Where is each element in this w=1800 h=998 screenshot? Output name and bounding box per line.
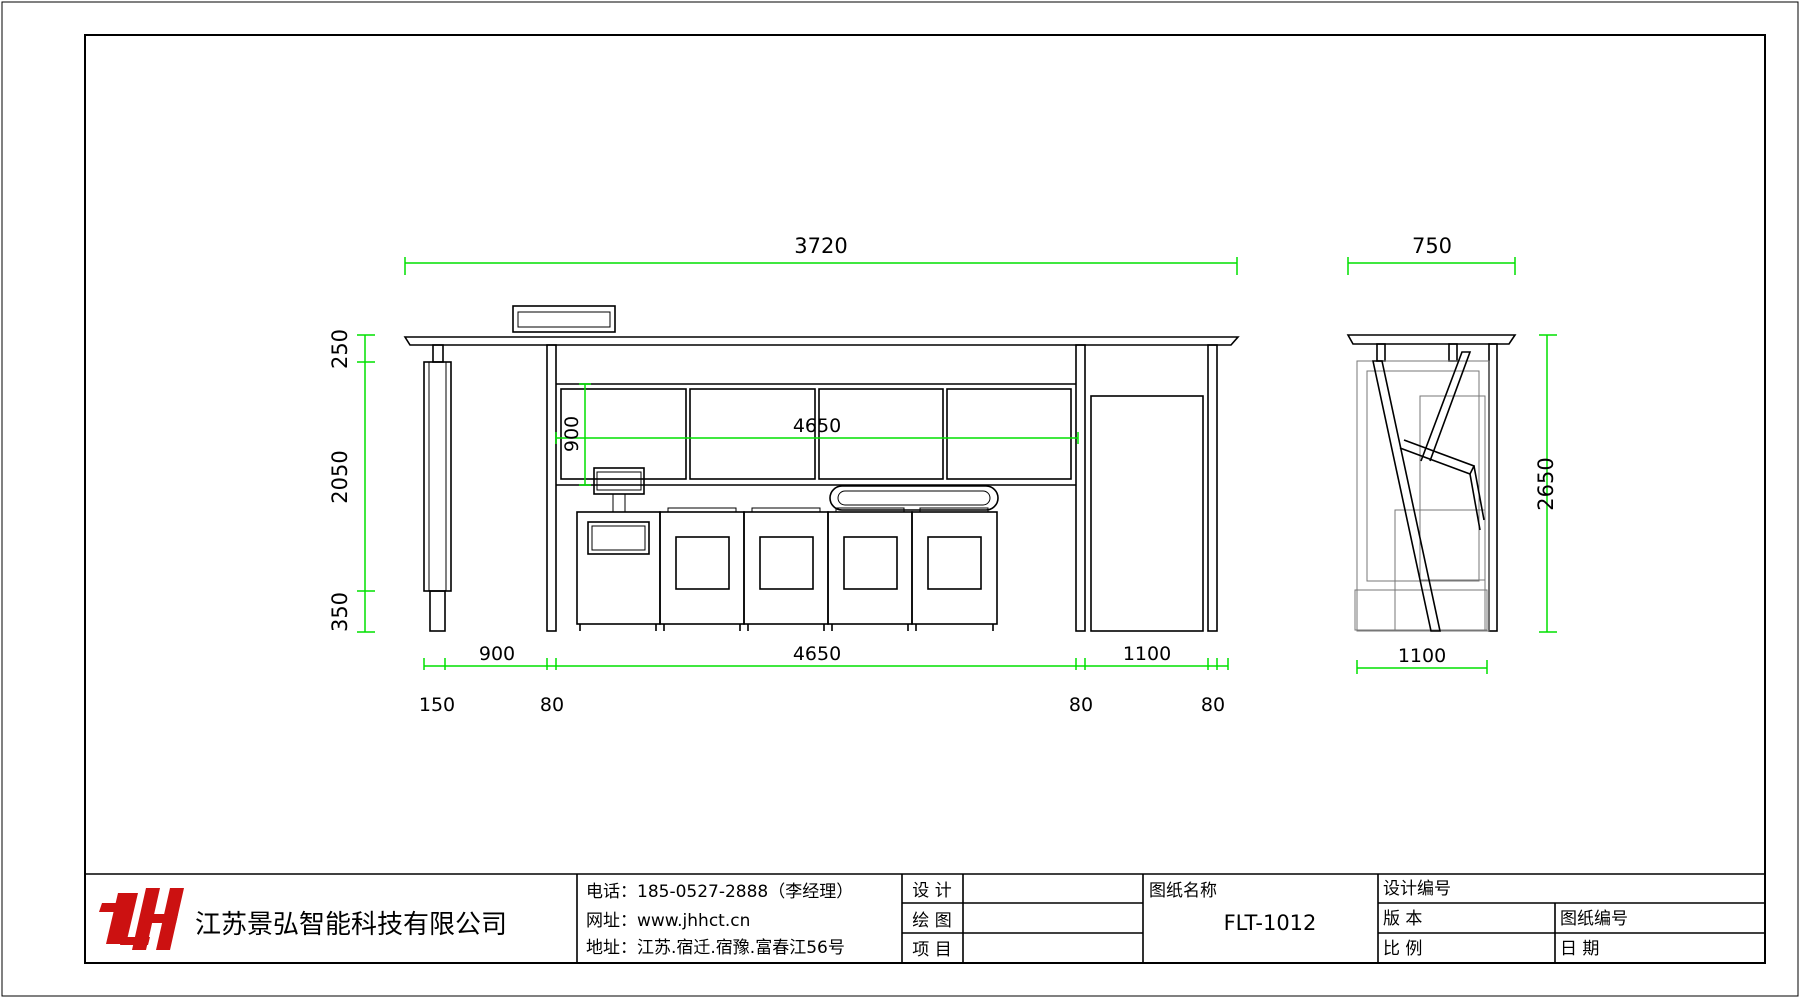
cashier-screen-inner (591, 525, 646, 551)
side-cap-mid (1448, 343, 1458, 362)
side-dim-base-line (1356, 660, 1488, 674)
title-block-horizontals (902, 902, 1765, 934)
left-column-inner (428, 361, 447, 592)
side-brace-cross (1399, 439, 1476, 475)
shelf-panel-4 (946, 388, 1072, 480)
dim-shelf-height: 900 (561, 416, 583, 452)
dim-top-height: 250 (328, 329, 352, 369)
shelf-frame (556, 383, 1076, 486)
dim-seg-80-a: 80 (540, 694, 564, 716)
side-brace-lower (1469, 465, 1485, 531)
roof-sign (512, 305, 616, 333)
drawing-frame (84, 34, 1766, 964)
side-view: 750 2650 1100 (1346, 234, 1558, 674)
counter-cabinet-2 (743, 511, 829, 625)
right-panel (1090, 395, 1204, 632)
counter-feet (579, 624, 994, 631)
dim-bottom-line (423, 658, 1229, 670)
side-brace-main (1372, 360, 1441, 632)
side-dim-height-line (1539, 334, 1557, 633)
label-project: 项 目 (912, 940, 951, 960)
label-design: 设 计 (912, 881, 951, 901)
counter-cabinet-1 (659, 511, 745, 625)
left-column-foot (429, 590, 446, 632)
monitor-screen (596, 471, 642, 491)
roof-slab (403, 336, 1240, 346)
side-ghost-panel (1419, 395, 1486, 581)
left-column-box (423, 361, 452, 592)
title-block: 江苏景弘智能科技有限公司 电话：185-0527-2888（李经理） 网址：ww… (85, 873, 1765, 963)
counter-sneeze-guard-inner (837, 490, 991, 506)
shelf-panel-2 (689, 388, 816, 480)
side-ghost-inner (1366, 370, 1480, 582)
cabinet-door-2 (759, 536, 814, 590)
dim-shelf-width: 4650 (793, 415, 841, 437)
contact-website: 网址：www.jhhct.cn (586, 911, 750, 931)
dim-seg-150: 150 (419, 694, 455, 716)
label-draw: 绘 图 (912, 911, 951, 931)
drawing-code: FLT-1012 (1224, 911, 1317, 935)
counter-cashier (576, 511, 661, 625)
dim-total-width: 3720 (794, 234, 847, 258)
company-name: 江苏景弘智能科技有限公司 (195, 910, 507, 940)
dim-seg-900: 900 (479, 643, 515, 665)
post-a (546, 344, 557, 632)
label-drawing-name: 图纸名称 (1149, 881, 1217, 901)
side-cap-left (1376, 343, 1386, 362)
side-dim-height: 2650 (1534, 457, 1558, 510)
post-c (1207, 344, 1218, 632)
dim-shelf-height-line (579, 383, 591, 486)
front-view: 3720 4650 900 250 2050 350 900 4650 1100… (328, 234, 1240, 716)
left-column-cap (432, 344, 444, 363)
side-brace-upper (1420, 351, 1472, 462)
title-block-verticals (576, 874, 1556, 963)
side-dim-width: 750 (1412, 234, 1452, 258)
side-roof (1346, 334, 1517, 345)
side-dim-base: 1100 (1398, 645, 1446, 667)
post-b (1075, 344, 1086, 632)
dim-seg-80-c: 80 (1201, 694, 1225, 716)
label-version: 版 本 (1383, 909, 1422, 929)
side-dim-width-line (1347, 257, 1516, 275)
label-scale: 比 例 (1383, 939, 1422, 959)
dim-shelf-width-line (555, 432, 1079, 444)
label-drawing-no: 图纸编号 (1560, 909, 1628, 929)
side-ghost-base (1354, 589, 1488, 631)
cabinet-door-4 (927, 536, 982, 590)
contact-phone: 电话：185-0527-2888（李经理） (586, 882, 853, 902)
monitor-stand (612, 493, 626, 513)
cashier-screen (587, 521, 650, 555)
counter-cabinet-4 (911, 511, 998, 625)
dim-seg-1100: 1100 (1123, 643, 1171, 665)
counter-wares (667, 507, 989, 512)
dim-seg-4650: 4650 (793, 643, 841, 665)
roof-sign-inner (517, 311, 611, 328)
contact-address: 地址：江苏.宿迁.宿豫.富春江56号 (586, 938, 845, 958)
cabinet-door-1 (675, 536, 730, 590)
counter-sneeze-guard (829, 485, 999, 511)
dim-total-width-line (404, 257, 1238, 275)
cabinet-door-3 (843, 536, 898, 590)
counter-cabinet-3 (827, 511, 913, 625)
company-logo (99, 888, 184, 950)
dim-bottom-height: 350 (328, 592, 352, 632)
label-design-no: 设计编号 (1383, 879, 1451, 899)
shelf-panel-3 (818, 388, 944, 480)
label-date: 日 期 (1560, 939, 1599, 959)
dim-seg-80-b: 80 (1069, 694, 1093, 716)
dim-left-vertical-line (357, 334, 375, 633)
shelf-panel-1 (560, 388, 687, 480)
side-post-right (1488, 343, 1498, 632)
dim-mid-height: 2050 (328, 450, 352, 503)
